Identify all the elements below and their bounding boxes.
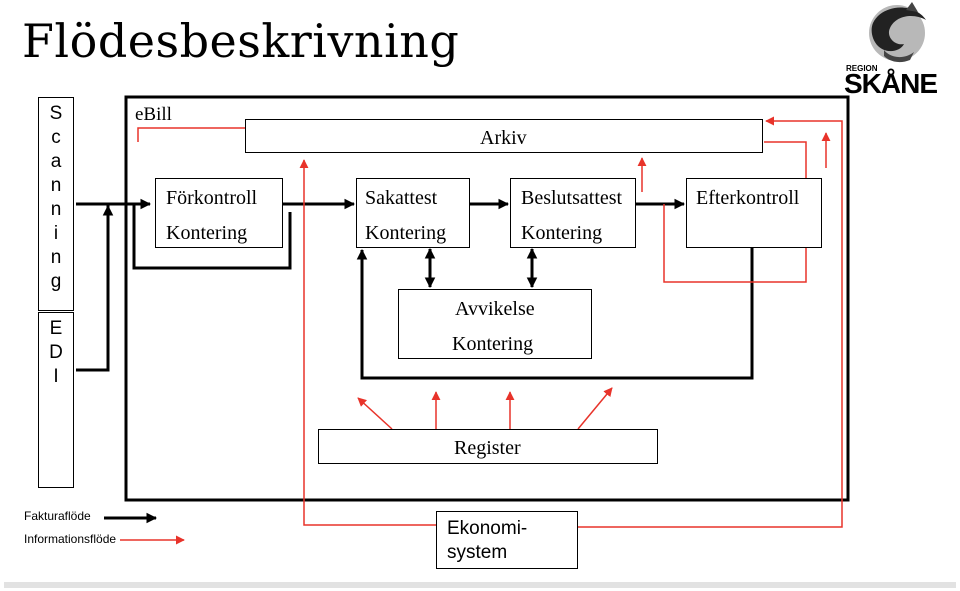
- scanning-letter: c: [51, 127, 61, 148]
- scanning-letters: S c a n n i n g: [38, 102, 74, 294]
- register-label: Register: [454, 437, 521, 459]
- edi-box: [38, 312, 74, 488]
- edi-flow-line: [76, 204, 110, 372]
- ekonomisystem-box: Ekonomi- system: [436, 511, 578, 569]
- register-to-sakattest-info-arrow: [357, 397, 393, 430]
- legend-fakturaflode-label: Fakturaflöde: [24, 509, 91, 523]
- edi-letters: E D I: [38, 317, 74, 389]
- efterkontroll-box: Efterkontroll: [686, 178, 822, 248]
- scanning-letter: n: [50, 199, 62, 220]
- return-to-forkontroll-line: [132, 204, 292, 270]
- ekonomisystem-to-sakattest-info-arrow: [299, 159, 436, 526]
- ebill-label: eBill: [135, 104, 172, 125]
- arkiv-box: Arkiv: [245, 119, 763, 153]
- beslutsattest-subtitle: Kontering: [521, 222, 603, 244]
- forkontroll-arkiv-info-line: [137, 127, 246, 142]
- scanning-letter: i: [53, 223, 59, 244]
- forkontroll-box: Förkontroll Kontering: [155, 178, 283, 248]
- ekonomisystem-title: Ekonomi-: [447, 518, 528, 539]
- page-title: Flödesbeskrivning: [22, 14, 460, 68]
- efterkontroll-loop-line: [663, 141, 807, 283]
- scanning-box: [38, 97, 74, 311]
- griffin-icon: [869, 2, 926, 63]
- edi-letter: D: [49, 342, 63, 363]
- invoice-flow-lines: [76, 198, 754, 380]
- register-box: Register: [318, 429, 658, 464]
- ebill-container: [124, 95, 850, 502]
- scanning-letter: a: [50, 151, 62, 172]
- beslutsattest-box: Beslutsattest Kontering: [510, 178, 636, 248]
- forkontroll-title: Förkontroll: [166, 187, 258, 209]
- efterkontroll-title: Efterkontroll: [696, 187, 800, 209]
- legend-informationsflode-label: Informationsflöde: [24, 532, 117, 546]
- ekonomisystem-to-efterkontroll-info-arrow: [578, 116, 843, 528]
- scanning-letter: g: [50, 271, 62, 292]
- avvikelse-subtitle: Kontering: [452, 333, 534, 355]
- bottom-divider: [4, 582, 956, 588]
- avvikelse-title: Avvikelse: [455, 298, 535, 320]
- sakattest-subtitle: Kontering: [365, 222, 447, 244]
- register-to-beslutsattest-info-arrow: [577, 387, 613, 430]
- beslutsattest-title: Beslutsattest: [521, 187, 623, 209]
- information-flow-lines: [137, 116, 843, 528]
- forkontroll-subtitle: Kontering: [166, 222, 248, 244]
- edi-letter: E: [49, 318, 63, 339]
- logo-region-text: REGION: [846, 64, 878, 73]
- avvikelse-return-line: [356, 246, 754, 380]
- scanning-letter: S: [49, 103, 63, 124]
- logo-name-text: SKÅNE: [844, 68, 938, 99]
- ekonomisystem-subtitle: system: [447, 542, 508, 563]
- sakattest-title: Sakattest: [365, 187, 438, 209]
- scanning-letter: n: [50, 247, 62, 268]
- arkiv-label: Arkiv: [480, 127, 527, 149]
- avvikelse-box: Avvikelse Kontering: [398, 289, 592, 359]
- edi-letter: I: [53, 366, 59, 387]
- sakattest-box: Sakattest Kontering: [356, 178, 470, 248]
- region-skane-logo: REGION SKÅNE: [840, 0, 955, 100]
- scanning-letter: n: [50, 175, 62, 196]
